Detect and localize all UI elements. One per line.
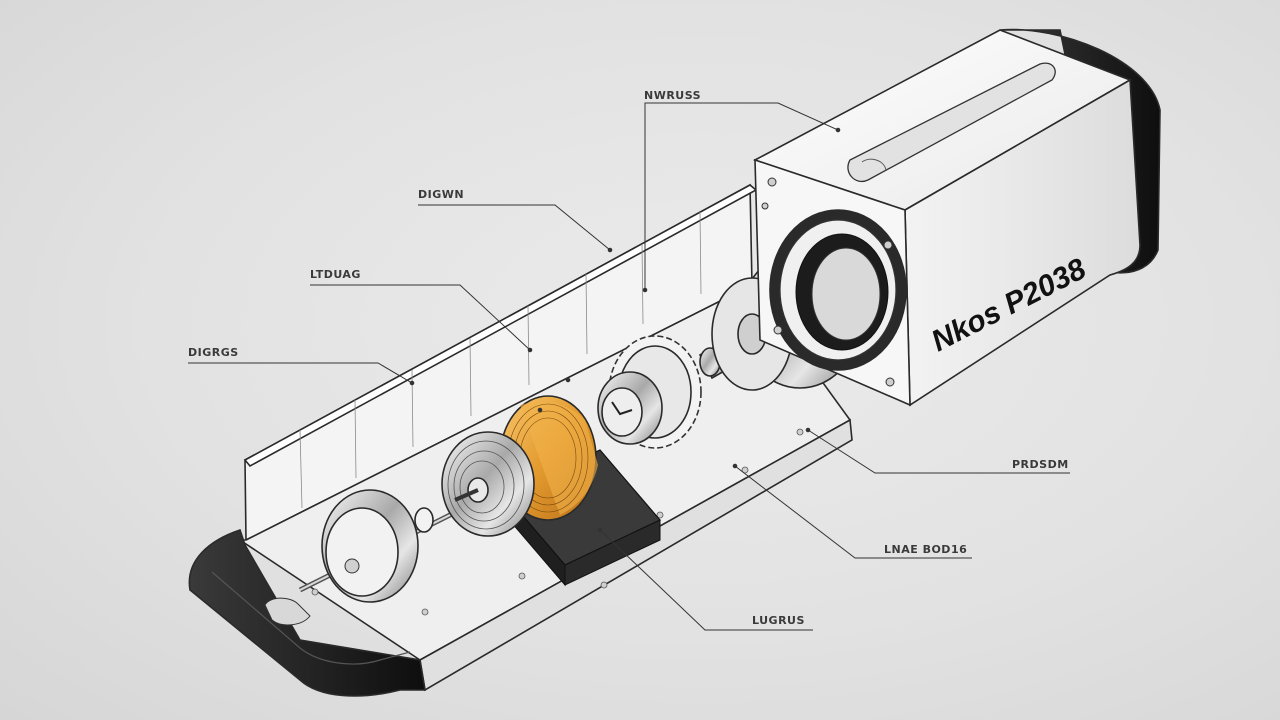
callout-nwruss: NWRUSS (644, 89, 701, 102)
callout-digrgs: DIGRGS (188, 346, 239, 359)
callout-lnae-bod16: LNAE BOD16 (884, 543, 967, 556)
coil-motor (441, 395, 598, 537)
cog-ring (597, 335, 702, 449)
callout-labels: NWRUSS DIGWN LTDUAG DIGRGS PRDSDM LNAE B… (188, 89, 1069, 627)
housing-screws (761, 177, 895, 387)
callout-digwn: DIGWN (418, 188, 464, 201)
callout-prdsdm: PRDSDM (1012, 458, 1069, 471)
callout-lugrus: LUGRUS (752, 614, 805, 627)
shaft-bearing (298, 489, 472, 603)
upper-housing: Nkos P2038 (752, 28, 1161, 407)
callout-ltduag: LTDUAG (310, 268, 361, 281)
leader-lines (188, 102, 1070, 631)
